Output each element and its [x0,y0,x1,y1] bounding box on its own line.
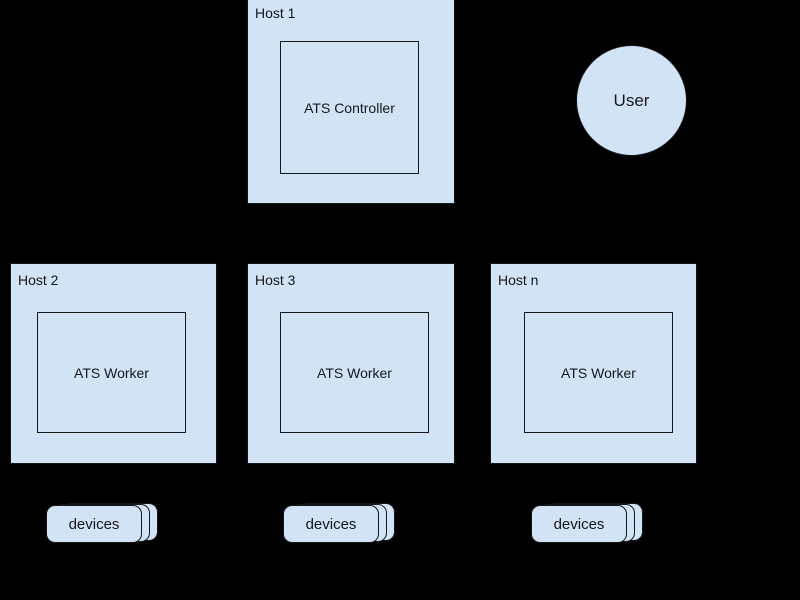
devices-label-host3: devices [305,515,357,533]
host-box-host1[interactable]: Host 1 ATS Controller [247,0,455,204]
devices-stack-hostn[interactable]: devices [531,503,643,543]
devices-label-host2: devices [68,515,120,533]
component-box-hostn-ats-worker[interactable]: ATS Worker [524,312,673,433]
component-label-host3-ats-worker: ATS Worker [317,364,392,381]
devices-stack-layer-front[interactable]: devices [531,505,627,543]
host-label-host1: Host 1 [255,5,296,21]
devices-label-hostn: devices [553,515,605,533]
component-label-host2-ats-worker: ATS Worker [74,364,149,381]
devices-stack-host3[interactable]: devices [283,503,395,543]
component-label-hostn-ats-worker: ATS Worker [561,364,636,381]
component-box-ats-controller[interactable]: ATS Controller [280,41,419,174]
host-label-hostn: Host n [498,272,539,288]
actor-label-user: User [613,91,650,110]
host-label-host2: Host 2 [18,272,59,288]
devices-stack-layer-front[interactable]: devices [46,505,142,543]
host-box-host2[interactable]: Host 2 ATS Worker [10,263,217,464]
component-label-ats-controller: ATS Controller [304,99,395,116]
host-box-host3[interactable]: Host 3 ATS Worker [247,263,455,464]
actor-user[interactable]: User [576,45,687,156]
devices-stack-host2[interactable]: devices [46,503,158,543]
component-box-host3-ats-worker[interactable]: ATS Worker [280,312,429,433]
devices-stack-layer-front[interactable]: devices [283,505,379,543]
host-label-host3: Host 3 [255,272,296,288]
component-box-host2-ats-worker[interactable]: ATS Worker [37,312,186,433]
host-box-hostn[interactable]: Host n ATS Worker [490,263,697,464]
